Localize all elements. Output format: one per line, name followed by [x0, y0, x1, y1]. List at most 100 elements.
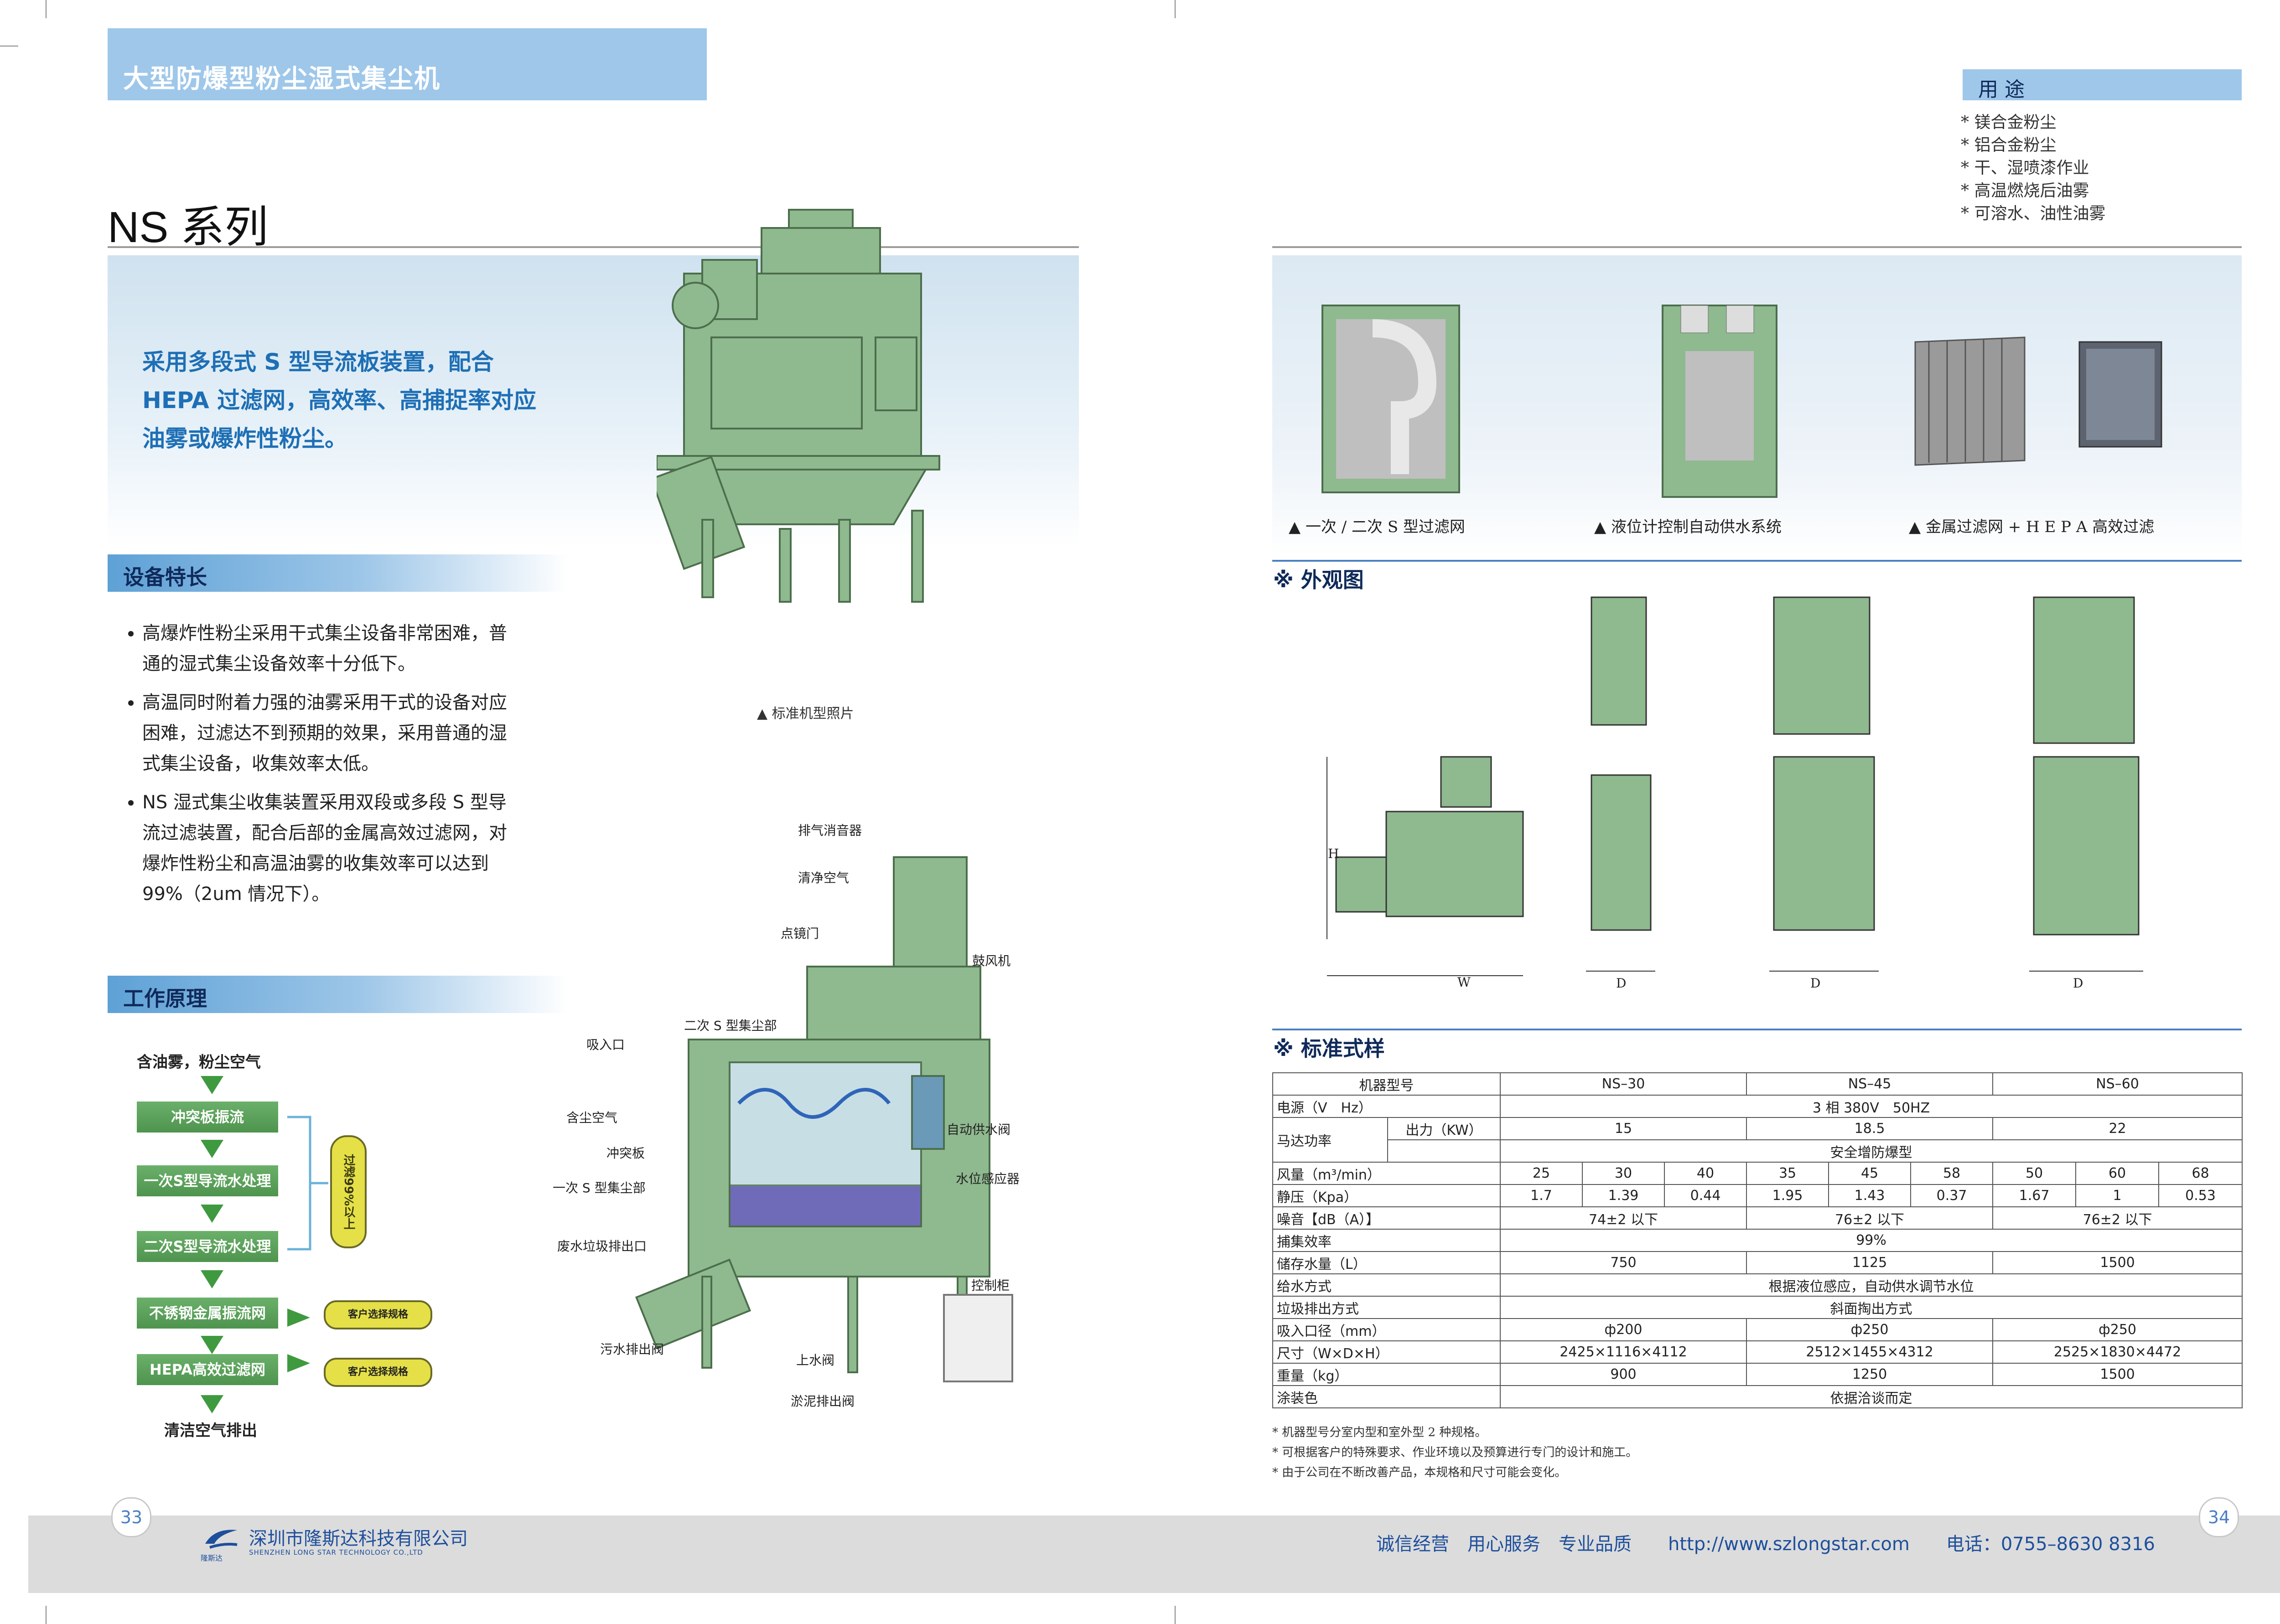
cell: 1125 — [1746, 1251, 1994, 1274]
flow-step: 冲突板振流 — [137, 1102, 278, 1133]
flow-step: 不锈钢金属振流网 — [137, 1298, 278, 1329]
cell: 68 — [2158, 1162, 2243, 1185]
header-ns30: NS–30 — [1499, 1072, 1747, 1096]
table-row: 静压（Kpa） 1.7 1.39 0.44 1.95 1.43 0.37 1.6… — [1272, 1184, 2243, 1207]
table-row: 安全增防爆型 — [1273, 1139, 2243, 1163]
cell: 3 相 380V 50HZ — [1499, 1095, 2243, 1118]
uses-title: 用 途 — [1978, 78, 2025, 101]
crop-mark — [46, 0, 47, 18]
series-title: NS 系列 — [108, 203, 269, 252]
dim-d: D — [2073, 976, 2083, 991]
use-item: * 镁合金粉尘 — [1961, 113, 2057, 132]
label-impact-plate: 冲突板 — [606, 1146, 645, 1161]
row-sublabel: 出力（KW） — [1387, 1117, 1501, 1140]
flow-step: 一次S型导流水处理 — [137, 1165, 278, 1196]
section-rule — [1272, 560, 2242, 562]
footer-slogan: 诚信经营 用心服务 专业品质 http://www.szlongstar.com… — [1376, 1534, 2155, 1555]
cell: ф250 — [1992, 1318, 2243, 1341]
feature-item: 高温同时附着力强的油雾采用干式的设备对应困难，过滤达不到预期的效果，采用普通的湿… — [142, 688, 512, 779]
spec-notes: * 机器型号分室内型和室外型 2 种规格。 * 可根据客户的特殊要求、作业环境以… — [1272, 1422, 1637, 1483]
label-first-s: 一次 S 型集尘部 — [553, 1180, 646, 1195]
cell: 58 — [1910, 1162, 1994, 1185]
table-row: 重量（kg） 900 1250 1500 — [1272, 1363, 2243, 1386]
note: * 机器型号分室内型和室外型 2 种规格。 — [1272, 1426, 1487, 1439]
machine-photo — [657, 209, 940, 603]
row-label: 垃圾排出方式 — [1272, 1296, 1501, 1319]
cell: 18.5 — [1746, 1117, 1994, 1140]
crop-mark — [1175, 0, 1176, 18]
row-label: 捕集效率 — [1272, 1229, 1501, 1252]
cell: 0.44 — [1663, 1184, 1747, 1207]
cell: 1.67 — [1992, 1184, 2077, 1207]
filter-badge: 过滤99%以上 — [330, 1135, 367, 1248]
cell: 1.7 — [1500, 1184, 1583, 1207]
crop-mark — [0, 46, 18, 47]
cell: 74±2 以下 — [1499, 1206, 1747, 1230]
photo-caption: ▲ 标准机型照片 — [757, 706, 854, 722]
label-inspection-door: 点镜门 — [781, 926, 819, 941]
flow-step: HEPA高效过滤网 — [137, 1354, 278, 1385]
row-label: 重量（kg） — [1272, 1363, 1501, 1386]
label-clean-air: 清净空气 — [798, 870, 850, 885]
cell: 1500 — [1992, 1363, 2243, 1386]
cell: 99% — [1499, 1229, 2243, 1252]
crop-mark — [1175, 1606, 1176, 1624]
cell: 1.39 — [1582, 1184, 1665, 1207]
component-caption: ▲ 液位计控制自动供水系统 — [1594, 518, 1782, 536]
cell: 0.37 — [1910, 1184, 1994, 1207]
option-arrows — [287, 1309, 310, 1372]
row-label: 吸入口径（mm） — [1272, 1318, 1501, 1341]
table-row: 噪音【dB（A）】 74±2 以下 76±2 以下 76±2 以下 — [1272, 1206, 2243, 1230]
table-row: 吸入口径（mm） ф200 ф250 ф250 — [1272, 1318, 2243, 1341]
page-number-left: 33 — [111, 1497, 151, 1537]
label-inlet: 吸入口 — [586, 1037, 625, 1052]
use-item: * 干、湿喷漆作业 — [1961, 159, 2089, 177]
header-model: 机器型号 — [1272, 1072, 1501, 1096]
principle-title: 工作原理 — [123, 986, 207, 1011]
features-title: 设备特长 — [123, 565, 207, 590]
cell: 1500 — [1992, 1251, 2243, 1274]
cell: 30 — [1582, 1162, 1665, 1185]
table-row: 电源（V Hz） 3 相 380V 50HZ — [1272, 1095, 2243, 1118]
cell: 安全增防爆型 — [1499, 1139, 2243, 1163]
dim-h: H — [1328, 846, 1339, 861]
hero-tagline: 采用多段式 S 型导流板装置，配合 HEPA 过滤网，高效率、高捕捉率对应油雾或… — [142, 349, 537, 452]
table-row: 机器型号 NS–30 NS–45 NS–60 — [1272, 1072, 2243, 1096]
logo-text: 隆斯达 — [201, 1554, 223, 1562]
cell: ф250 — [1746, 1318, 1994, 1341]
cell: 60 — [2075, 1162, 2160, 1185]
company-name-en: SHENZHEN LONG STAR TECHNOLOGY CO.,LTD — [249, 1548, 423, 1557]
cell: 40 — [1663, 1162, 1747, 1185]
row-label: 噪音【dB（A）】 — [1272, 1206, 1501, 1230]
label-waste-outlet: 废水垃圾排出口 — [557, 1239, 647, 1254]
appearance-drawings — [1327, 596, 2143, 976]
label-oily-air: 含尘空气 — [566, 1110, 618, 1125]
title-bar — [108, 28, 707, 100]
row-label: 马达功率 — [1272, 1117, 1388, 1163]
row-label: 储存水量（L） — [1272, 1251, 1501, 1274]
label-second-s: 二次 S 型集尘部 — [684, 1018, 777, 1033]
table-row: 马达功率 出力（KW） 15 18.5 22 — [1272, 1117, 2243, 1163]
label-blower: 鼓风机 — [972, 953, 1011, 968]
component-photo-s-filter — [1321, 305, 1460, 493]
use-item: * 铝合金粉尘 — [1961, 136, 2057, 155]
feature-item: 高爆炸性粉尘采用干式集尘设备非常困难，普通的湿式集尘设备效率十分低下。 — [142, 618, 512, 679]
table-row: 给水方式 根据液位感应，自动供水调节水位 — [1272, 1273, 2243, 1297]
cell: 22 — [1992, 1117, 2243, 1140]
component-caption: ▲ 金属过滤网 + H E P A 高效过滤 — [1909, 518, 2155, 536]
cell: 0.53 — [2158, 1184, 2243, 1207]
principle-header — [108, 976, 568, 1013]
cell: 900 — [1499, 1363, 1747, 1386]
cell: 45 — [1828, 1162, 1912, 1185]
cell: 76±2 以下 — [1746, 1206, 1994, 1230]
cell: 2512×1455×4312 — [1746, 1340, 1994, 1364]
dim-d: D — [1616, 976, 1627, 991]
section-rule — [1272, 1029, 2242, 1030]
cell: 1250 — [1746, 1363, 1994, 1386]
uses-header — [1963, 69, 2242, 100]
appearance-title: ※ 外观图 — [1273, 568, 1364, 592]
header-ns60: NS–60 — [1992, 1072, 2243, 1096]
cell: 依据洽谈而定 — [1499, 1385, 2243, 1408]
table-row: 尺寸（W×D×H） 2425×1116×4112 2512×1455×4312 … — [1272, 1340, 2243, 1364]
option-pill: 客户选择规格 — [324, 1300, 432, 1329]
